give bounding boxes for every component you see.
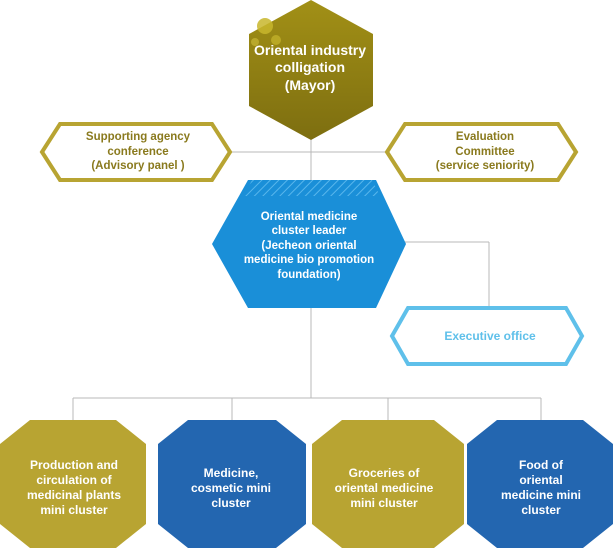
cluster-leader-label: Oriental medicine cluster leader (Jecheo… [243,211,375,281]
evaluation-committee-label: Evaluation Committee (service seniority) [435,131,535,173]
decorative-dots [251,18,281,46]
cluster-leader-hexagon [212,180,406,308]
connector-lines [72,124,542,420]
executive-office-hexagon [389,306,585,366]
cluster-label-4: Food of oriental medicine mini cluster [500,458,582,517]
cluster-label-1: Production and circulation of medicinal … [26,458,122,517]
cluster-hexagon-3 [312,420,464,548]
supporting-agency-label: Supporting agency conference (Advisory p… [85,131,191,173]
supporting-agency-hexagon [39,122,233,182]
cluster-label-2: Medicine, cosmetic mini cluster [190,465,272,510]
cluster-hexagon-2 [158,420,306,548]
cluster-label-3: Groceries of oriental medicine mini clus… [334,465,434,510]
top-hexagon [249,0,373,140]
cluster-hexagon-1 [0,420,146,548]
executive-office-label: Executive office [444,328,536,343]
evaluation-committee-hexagon [384,122,579,182]
cluster-leader-hatch [244,180,380,196]
cluster-hexagon-4 [467,420,613,548]
top-node-label: Oriental industry colligation (Mayor) [253,41,367,93]
